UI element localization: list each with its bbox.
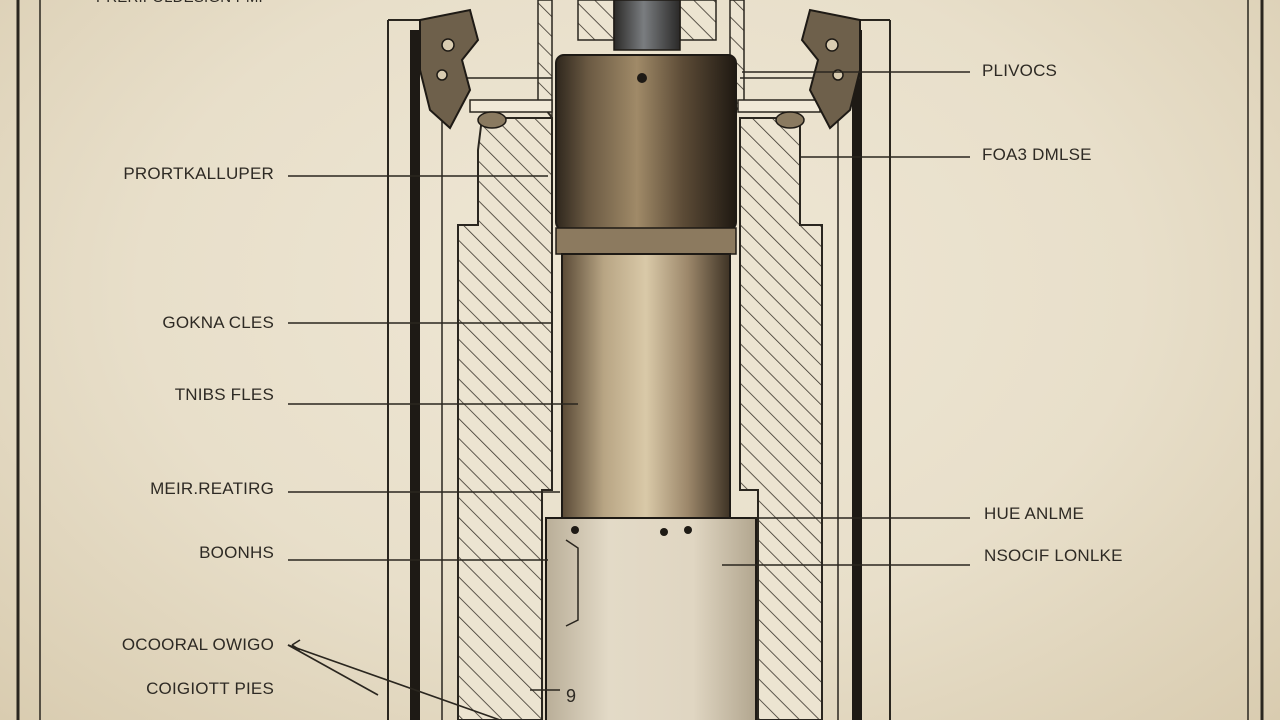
piston-rod [613,0,681,51]
label-foa3-dmlse: FOA3 DMLSE [982,145,1092,164]
label-meir-reatirg: MEIR.REATIRG [150,479,274,498]
title-fragment: PRERIFOLDESIGN PMP [96,0,276,8]
label-tnibs-fles: TNIBS FLES [174,385,274,404]
label-boonhs: BOONHS [199,543,274,562]
label-hue-anlme: HUE ANLME [984,504,1085,523]
label-coigiott-pies: COIGIOTT PIES [146,679,274,698]
drawing-frame [16,0,1264,720]
leader-lines-left [287,175,578,720]
label-ocooral-owigo: OCOORAL OWIGO [121,635,274,654]
outer-housing [387,19,891,720]
piston-body [561,253,731,519]
leader-lines-right [530,71,970,691]
label-plivocs: PLIVOCS [982,61,1058,80]
marker-nine: 9 [566,686,577,706]
lower-sleeve [545,517,757,720]
top-flange [419,8,861,130]
piston-head [555,54,737,255]
label-gokna-cles: GOKNA CLES [162,313,274,332]
label-prortkalluper: PRORTKALLUPER [123,164,274,183]
hatched-body [457,0,823,720]
label-nsocif-lonlke: NSOCIF LONLKE [984,546,1123,565]
